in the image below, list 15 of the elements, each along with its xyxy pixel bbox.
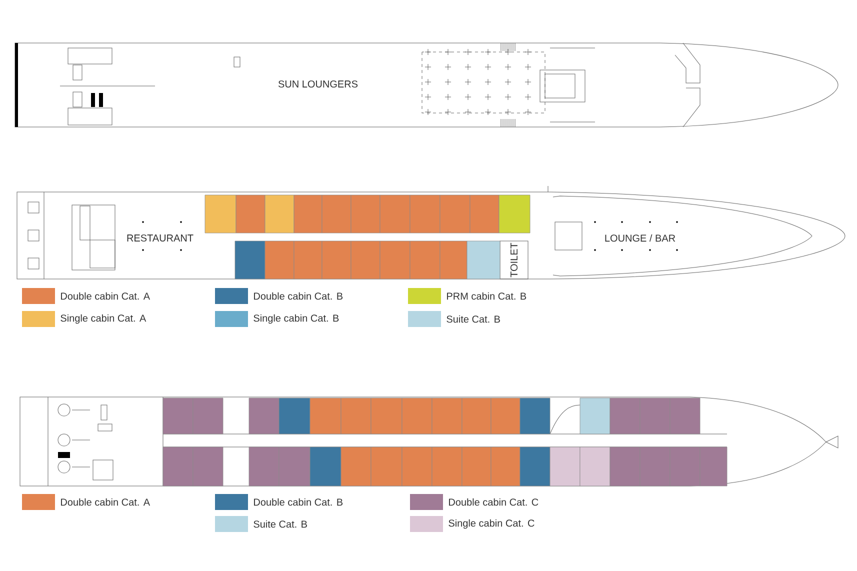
legend-label: PRM cabin Cat. B: [447, 292, 526, 300]
legend-label: Suite Cat. B: [254, 520, 307, 528]
legend-label: Double cabin Cat. A: [61, 498, 150, 506]
legend-label: Double cabin Cat. A: [61, 292, 150, 300]
legend-label: Single cabin Cat. A: [60, 314, 146, 324]
legend-label: Double cabin Cat. C: [449, 498, 538, 506]
legend-label: Single cabin Cat. C: [448, 519, 534, 529]
legend-label: Double cabin Cat. B: [254, 498, 343, 506]
legend-label: Single cabin Cat. B: [254, 314, 339, 324]
legend-label: Double cabin Cat. B: [254, 292, 343, 300]
area-label: LOUNGE / BAR: [605, 234, 676, 242]
area-label: TOILET: [510, 242, 518, 278]
area-label: SUN LOUNGERS: [278, 80, 358, 88]
legend-label: Suite Cat. B: [446, 315, 500, 323]
area-label: RESTAURANT: [127, 234, 194, 242]
